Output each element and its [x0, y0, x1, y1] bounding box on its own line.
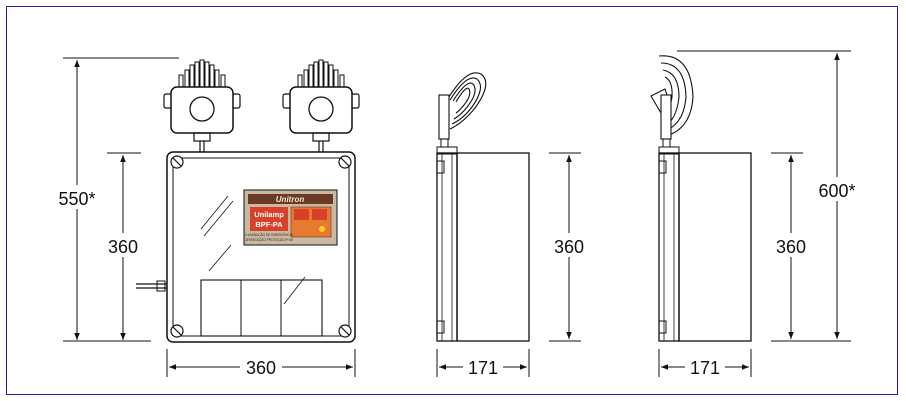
label-brand: Unitron	[276, 195, 305, 204]
front-view: Unitron Unilamp BPF-PA ILUMINAÇÃO DE EME…	[51, 57, 360, 378]
glass-reflection	[200, 195, 306, 305]
lamp-head-left	[163, 59, 241, 153]
label-line2: ORIENTAÇÃO PROTEÇÃO IP-65	[245, 237, 293, 242]
side-view-1: 360 171	[436, 72, 591, 378]
label-line1: ILUMINAÇÃO DE EMERGÊNCIA	[245, 232, 293, 237]
dim-front-height-total: 550*	[58, 189, 95, 209]
dim-side2-depth: 171	[690, 358, 720, 378]
label-model: BPF-PA	[255, 220, 283, 229]
battery-compartment	[200, 279, 323, 337]
dim-front-width: 360	[246, 358, 276, 378]
drawing-frame: Unitron Unilamp BPF-PA ILUMINAÇÃO DE EME…	[6, 6, 898, 395]
dim-front-body-height: 360	[108, 237, 138, 257]
dim-side2-body-height: 360	[776, 237, 806, 257]
front-body	[166, 151, 356, 343]
lamp-head-right	[282, 59, 360, 153]
dim-side1-depth: 171	[468, 358, 498, 378]
corner-screws	[170, 155, 352, 338]
technical-drawing: Unitron Unilamp BPF-PA ILUMINAÇÃO DE EME…	[51, 50, 863, 378]
product-label: Unitron Unilamp BPF-PA ILUMINAÇÃO DE EME…	[243, 189, 338, 246]
dim-side1-body-height: 360	[554, 237, 584, 257]
dim-side2-height-total: 600*	[818, 181, 855, 201]
side-view-2: 360 600* 171	[650, 50, 863, 378]
label-product: Unilamp	[254, 210, 284, 219]
